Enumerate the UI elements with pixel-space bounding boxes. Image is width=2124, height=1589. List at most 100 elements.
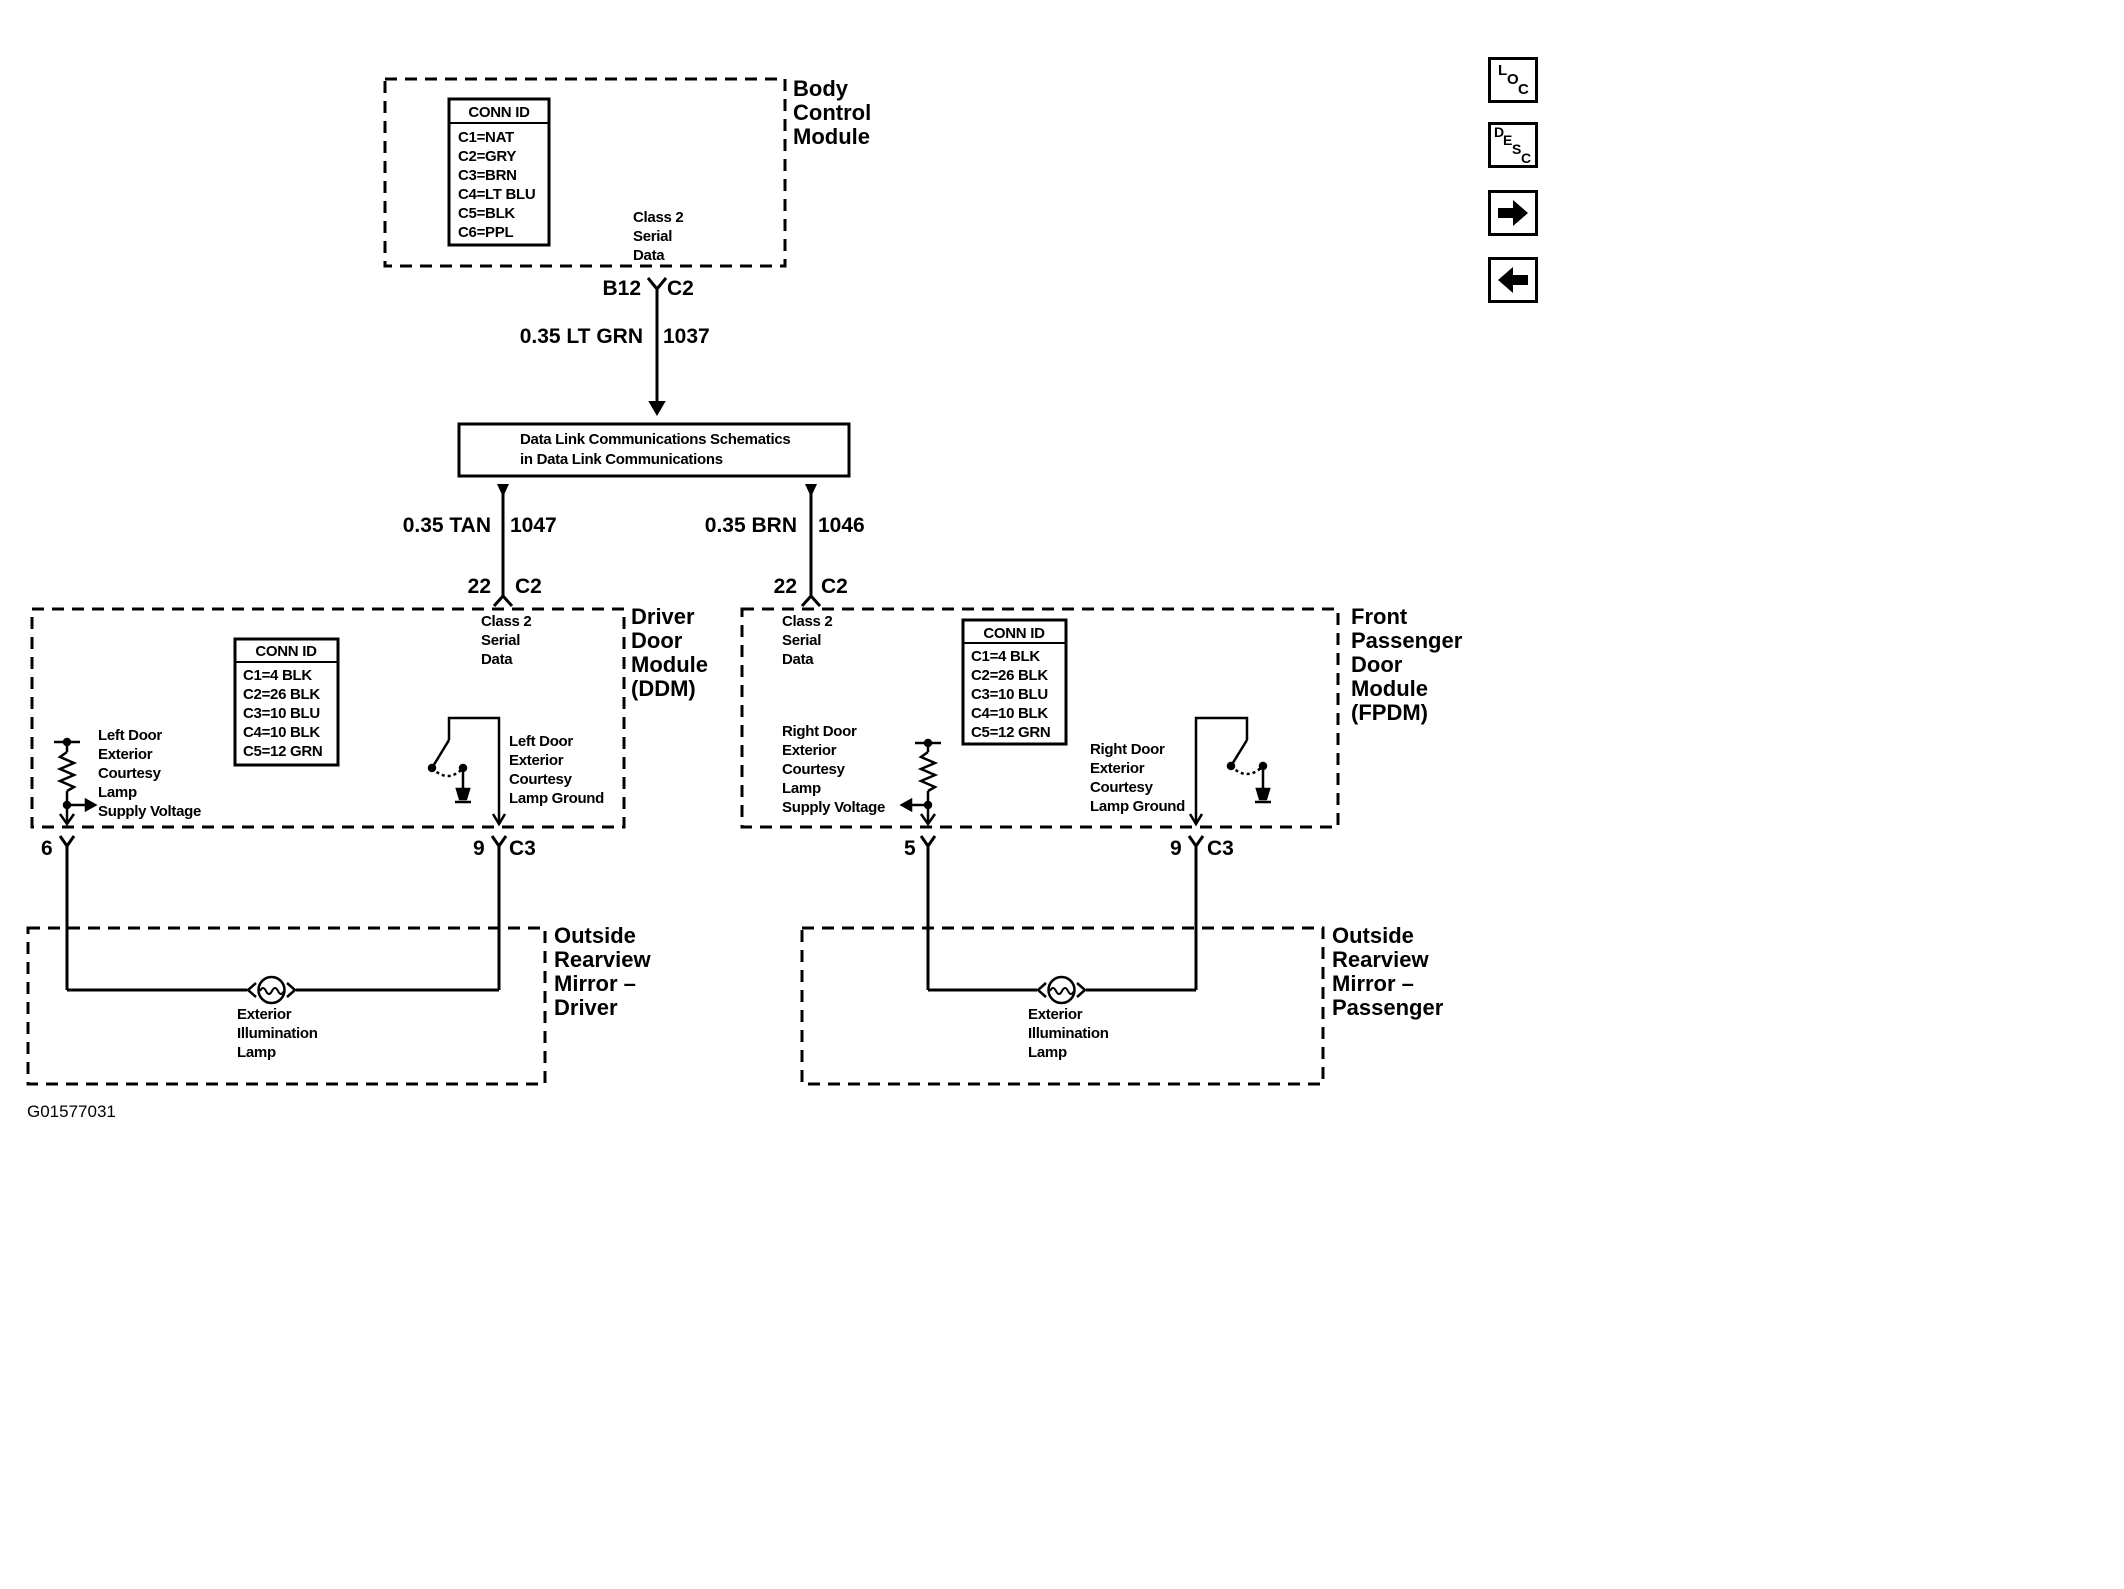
bcm-conn-row: C2=GRY	[458, 148, 516, 165]
next-button[interactable]	[1488, 190, 1538, 236]
fpdm-supply-2: Exterior	[782, 742, 837, 759]
data-link-reference-box: Data Link Communications Schematics in D…	[457, 422, 851, 478]
mirror-passenger-lamp-3: Lamp	[1028, 1044, 1067, 1061]
ddm-ground-3: Courtesy	[509, 771, 573, 788]
fpdm-pin-a: 5	[904, 837, 916, 860]
ddm-supply-1: Left Door	[98, 727, 162, 744]
mirror-passenger: Outside Rearview Mirror – Passenger Exte…	[800, 923, 1444, 1086]
desc-letter: E	[1503, 132, 1512, 148]
bcm-name-1: Body	[793, 76, 849, 101]
fpdm-connector-out: C3	[1207, 837, 1234, 860]
ddm-ground-switch-icon	[427, 716, 507, 827]
ddm-wire-1047: 0.35 TAN 1047 22 C2	[403, 484, 557, 608]
mirror-passenger-name-1: Outside	[1332, 923, 1414, 948]
mirror-passenger-name-3: Mirror –	[1332, 971, 1414, 996]
fpdm-supply-5: Supply Voltage	[782, 799, 885, 816]
bcm-signal-3: Data	[633, 247, 665, 264]
lamp-icon	[246, 975, 297, 1005]
fpdm-wire-gauge: 0.35 BRN	[705, 514, 797, 537]
bcm-conn-row: C1=NAT	[458, 129, 514, 146]
fpdm-ground-1: Right Door	[1090, 741, 1165, 758]
fpdm-mirror-wires: 5 9 C3	[904, 835, 1234, 992]
mirror-driver-lamp-1: Exterior	[237, 1006, 292, 1023]
ddm-conn-row: C2=26 BLK	[243, 686, 320, 703]
mirror-passenger-name-2: Rearview	[1332, 947, 1430, 972]
loc-letter: O	[1507, 71, 1519, 88]
fpdm-supply-1: Right Door	[782, 723, 857, 740]
bcm-conn-row: C5=BLK	[458, 205, 515, 222]
fpdm-conn-row: C2=26 BLK	[971, 667, 1048, 684]
mirror-passenger-name-4: Passenger	[1332, 995, 1444, 1020]
fpdm-conn-row: C5=12 GRN	[971, 724, 1050, 741]
fpdm-conn-title: CONN ID	[983, 625, 1045, 642]
mirror-passenger-outline	[800, 926, 1325, 1086]
location-button[interactable]: L O C	[1488, 57, 1538, 103]
ddm-wire-circuit: 1047	[510, 514, 557, 537]
fpdm-conn-row: C1=4 BLK	[971, 648, 1040, 665]
fpdm-ground-4: Lamp Ground	[1090, 798, 1185, 815]
wiring-diagram: Body Control Module CONN ID C1=NAT C2=GR…	[26, 76, 1463, 1121]
ddm-conn-row: C1=4 BLK	[243, 667, 312, 684]
bcm-name-2: Control	[793, 100, 871, 125]
ddm-supply-resistor-icon	[54, 737, 98, 827]
bcm-conn-id-table: CONN ID C1=NAT C2=GRY C3=BRN C4=LT BLU C…	[447, 97, 551, 247]
bcm-connector-label: C2	[667, 277, 694, 300]
mirror-driver-outline	[26, 926, 547, 1086]
ddm-pin-b: 9	[473, 837, 485, 860]
fpdm-signal-2: Serial	[782, 632, 821, 649]
fpdm-wire-circuit: 1046	[818, 514, 865, 537]
fpdm-conn-row: C3=10 BLU	[971, 686, 1048, 703]
ddm-supply-3: Courtesy	[98, 765, 162, 782]
ddm-name-3: Module	[631, 652, 708, 677]
loc-letter: L	[1498, 62, 1507, 79]
ddm-ground-1: Left Door	[509, 733, 573, 750]
loc-letter: C	[1518, 81, 1529, 98]
fpdm-name-5: (FPDM)	[1351, 700, 1428, 725]
ddm-connector-in: C2	[515, 575, 542, 598]
fpdm-signal-1: Class 2	[782, 613, 832, 630]
mirror-passenger-lamp-1: Exterior	[1028, 1006, 1083, 1023]
fpdm-name-3: Door	[1351, 652, 1403, 677]
fpdm-supply-resistor-icon	[899, 738, 941, 827]
bcm-wire-gauge: 0.35 LT GRN	[520, 325, 643, 348]
fpdm-name-4: Module	[1351, 676, 1428, 701]
data-link-line-1: Data Link Communications Schematics	[520, 431, 790, 448]
description-button[interactable]: D E S C	[1488, 122, 1538, 168]
ddm-name-1: Driver	[631, 604, 695, 629]
fpdm-conn-id-table: CONN ID C1=4 BLK C2=26 BLK C3=10 BLU C4=…	[961, 618, 1068, 746]
fpdm-supply-4: Lamp	[782, 780, 821, 797]
bcm-wire-circuit: 1037	[663, 325, 710, 348]
desc-icon: D E S C	[1494, 124, 1531, 166]
bcm-pin-label: B12	[602, 277, 641, 300]
previous-button[interactable]	[1488, 257, 1538, 303]
ddm-ground-2: Exterior	[509, 752, 564, 769]
fpdm-pin-b: 9	[1170, 837, 1182, 860]
ddm-conn-row: C3=10 BLU	[243, 705, 320, 722]
bcm-outline	[383, 77, 787, 268]
ddm-conn-id-table: CONN ID C1=4 BLK C2=26 BLK C3=10 BLU C4=…	[233, 637, 340, 767]
ddm-ground-4: Lamp Ground	[509, 790, 604, 807]
ddm-wire-gauge: 0.35 TAN	[403, 514, 491, 537]
driver-door-module: Driver Door Module (DDM) Class 2 Serial …	[30, 604, 708, 829]
mirror-driver-name-1: Outside	[554, 923, 636, 948]
fpdm-outline	[740, 607, 1340, 829]
body-control-module: Body Control Module CONN ID C1=NAT C2=GR…	[383, 76, 871, 268]
ddm-signal-2: Serial	[481, 632, 520, 649]
bcm-conn-row: C3=BRN	[458, 167, 517, 184]
figure-id: G01577031	[27, 1102, 116, 1121]
desc-letter: C	[1521, 150, 1531, 166]
fpdm-ground-3: Courtesy	[1090, 779, 1154, 796]
bcm-conn-row: C4=LT BLU	[458, 186, 535, 203]
fpdm-pin-in: 22	[774, 575, 797, 598]
bcm-conn-row: C6=PPL	[458, 224, 513, 241]
ddm-name-2: Door	[631, 628, 683, 653]
ddm-signal-1: Class 2	[481, 613, 531, 630]
ddm-outline	[30, 607, 626, 829]
fpdm-signal-3: Data	[782, 651, 814, 668]
fpdm-ground-2: Exterior	[1090, 760, 1145, 777]
ddm-conn-row: C4=10 BLK	[243, 724, 320, 741]
ddm-signal-3: Data	[481, 651, 513, 668]
bcm-signal-1: Class 2	[633, 209, 683, 226]
fpdm-name-2: Passenger	[1351, 628, 1463, 653]
loc-icon: L O C	[1498, 62, 1529, 98]
